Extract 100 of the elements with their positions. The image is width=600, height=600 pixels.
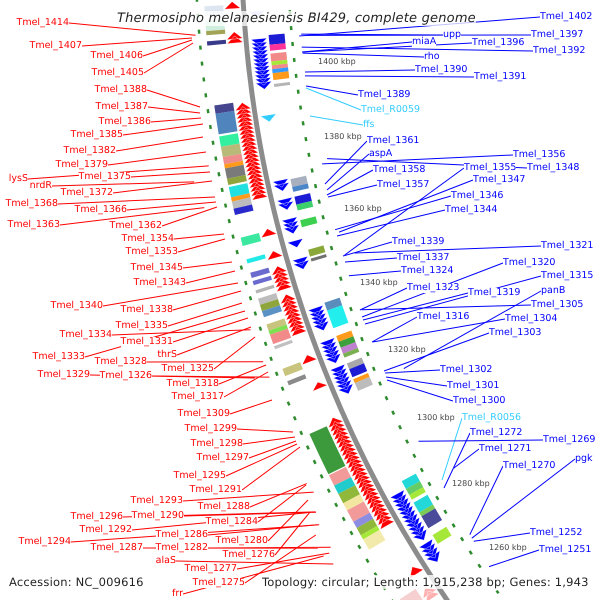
leader-line xyxy=(178,238,226,252)
leader-line xyxy=(172,290,242,310)
leader-line xyxy=(403,290,542,370)
leader-line xyxy=(168,302,242,326)
leader-line xyxy=(302,52,424,58)
gene-label: Tmel_1286 xyxy=(156,530,208,540)
leader-line xyxy=(52,181,195,186)
leader-line xyxy=(344,168,464,256)
gene-label: upp xyxy=(443,30,462,40)
leader-line xyxy=(162,206,218,226)
gene-label: Tmel_1315 xyxy=(541,271,594,281)
scale-label: 1260 kbp xyxy=(489,542,527,552)
gene-label: Tmel_1295 xyxy=(174,471,226,481)
gene-label: pgk xyxy=(575,454,593,464)
gene-label: Tmel_1300 xyxy=(453,396,506,406)
leader-line xyxy=(442,418,462,480)
leader-line xyxy=(218,364,266,384)
gene-label: Tmel_1334 xyxy=(60,330,112,340)
gene-label: alaS xyxy=(156,556,176,566)
leader-line xyxy=(268,500,308,542)
leader-line xyxy=(384,332,490,372)
leader-line xyxy=(146,361,264,362)
gene-label: Tmel_1357 xyxy=(377,180,430,190)
gene-label: Tmel_1275 xyxy=(192,578,245,588)
leader-line xyxy=(108,152,206,166)
gene-label: Tmel_1305 xyxy=(531,300,584,310)
gene-label: ffs xyxy=(363,120,374,130)
gene-label: Tmel_1354 xyxy=(122,234,174,244)
leader-line xyxy=(336,210,446,236)
gene-label: Tmel_1270 xyxy=(503,461,556,471)
leader-line xyxy=(176,326,252,356)
leader-line xyxy=(304,70,416,72)
leader-line xyxy=(226,444,298,476)
leader-line xyxy=(471,458,576,539)
gene-label: Tmel_1337 xyxy=(397,253,450,263)
gene-label: Tmel_1284 xyxy=(206,517,258,527)
gene-label: Tmel_1294 xyxy=(18,537,71,547)
leader-line xyxy=(60,207,205,226)
gene-label: Tmel_1309 xyxy=(178,409,230,419)
leader-line xyxy=(473,532,530,542)
leader-line xyxy=(444,432,470,488)
leader-line xyxy=(372,318,506,342)
gene-label: nrdR xyxy=(30,181,52,191)
gene-label: Tmel_1319 xyxy=(468,288,520,298)
gene-label: Tmel_1358 xyxy=(373,165,426,175)
gene-label: Tmel_1304 xyxy=(505,314,558,324)
gene-label: Tmel_1356 xyxy=(513,150,566,160)
leader-line xyxy=(152,376,270,378)
gene-label: Tmel_1303 xyxy=(489,328,542,338)
leader-line xyxy=(150,118,202,122)
gene-label: Tmel_1299 xyxy=(184,424,237,434)
gene-label: aspA xyxy=(369,149,392,159)
leader-line xyxy=(386,380,454,402)
gene-label: panB xyxy=(541,286,566,296)
leader-line xyxy=(144,42,194,74)
gene-label: Tmel_1363 xyxy=(8,220,60,230)
gene-label: Tmel_1361 xyxy=(367,136,420,146)
leader-line xyxy=(224,372,268,398)
gene-label: Tmel_1301 xyxy=(447,381,500,391)
gene-label: Tmel_1387 xyxy=(96,102,148,112)
leader-line xyxy=(362,304,532,310)
gene-label: Tmel_1271 xyxy=(479,444,532,454)
leader-line xyxy=(174,234,224,240)
gene-label: miaA xyxy=(412,37,436,47)
leader-line xyxy=(130,172,210,178)
gene-label: Tmel_1345 xyxy=(130,263,183,273)
gene-label: Tmel_1277 xyxy=(184,564,237,574)
gene-label: Tmel_1293 xyxy=(130,496,183,506)
gene-label: Tmel_1414 xyxy=(16,18,69,28)
gene-label: Tmel_1296 xyxy=(70,512,123,522)
leader-line xyxy=(250,483,308,508)
leader-line xyxy=(469,466,504,536)
gene-label: Tmel_1375 xyxy=(78,172,131,182)
leader-line xyxy=(362,292,468,320)
leader-line xyxy=(342,242,392,256)
gene-label: Tmel_1317 xyxy=(172,392,224,402)
gene-label: Tmel_1353 xyxy=(126,247,178,257)
gene-label: Tmel_1348 xyxy=(527,163,580,173)
gene-label: Tmel_1340 xyxy=(50,301,103,311)
scale-label: 1340 kbp xyxy=(360,278,398,286)
gene-label: Tmel_1346 xyxy=(451,191,504,201)
gene-label: Tmel_1389 xyxy=(358,90,410,100)
gene-label: Tmel_1386 xyxy=(98,117,151,127)
leader-line xyxy=(242,436,296,444)
leader-line xyxy=(348,270,402,276)
gene-label: Tmel_1288 xyxy=(198,502,250,512)
gene-label: Tmel_1406 xyxy=(90,51,143,61)
gene-label: Tmel_1323 xyxy=(407,283,460,293)
leader-line xyxy=(258,484,306,522)
gene-label: Tmel_1391 xyxy=(474,72,526,82)
leader-line xyxy=(116,136,204,152)
leader-line xyxy=(146,90,200,108)
gene-label: Tmel_1402 xyxy=(540,12,592,22)
gene-label: Tmel_1355 xyxy=(464,163,516,173)
leader-line xyxy=(236,428,294,432)
scale-label: 1360 kbp xyxy=(344,204,382,212)
gene-label: Tmel_1316 xyxy=(417,312,470,322)
gene-label: Tmel_1396 xyxy=(472,38,524,48)
leader-line xyxy=(82,38,192,46)
leader-line xyxy=(182,492,314,502)
